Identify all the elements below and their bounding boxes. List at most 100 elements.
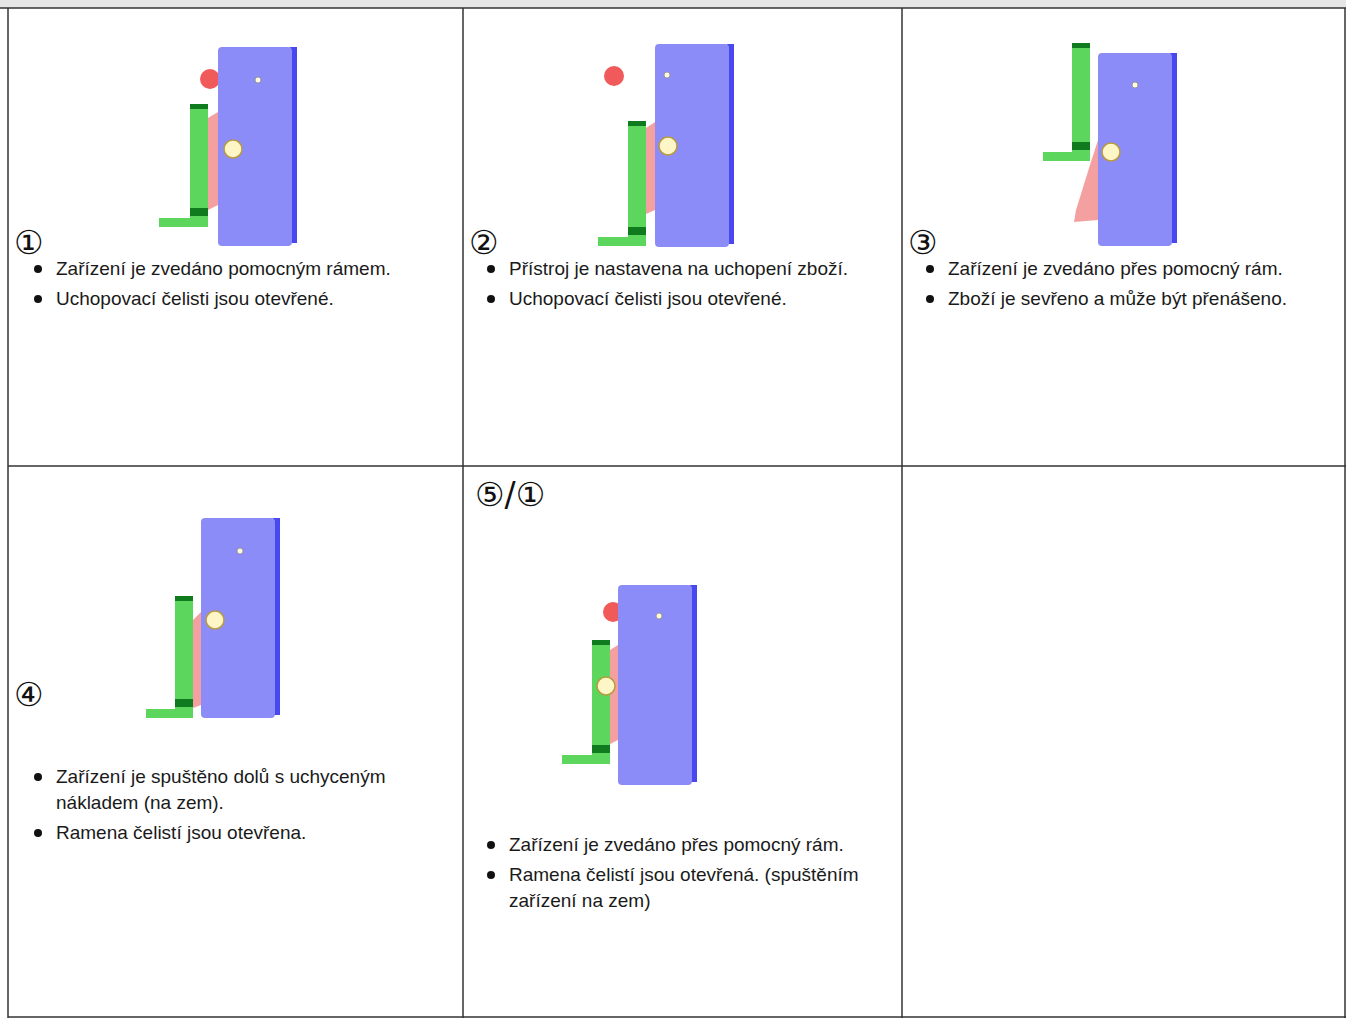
bullet-dot [487,841,495,849]
top-bar [0,0,1346,8]
pivot-pin [1102,143,1120,161]
bullet-dot [487,295,495,303]
grid-line [0,7,1346,9]
frame-band [628,121,646,126]
gripper-device [562,585,697,785]
frame-band [1072,142,1090,150]
bullet-dot [926,295,934,303]
frame-band [190,208,208,216]
frame-foot [562,755,610,764]
frame-band [592,640,610,645]
step-cell: ②Přístroj je nastavena na uchopení zboží… [463,8,902,466]
gripper-device [598,44,734,247]
step-list: Přístroj je nastavena na uchopení zboží.… [479,256,889,316]
bullet-dot [34,265,42,273]
step-list: Zařízení je zvedáno přes pomocný rám. Ram… [479,832,889,919]
bullet-dot [926,265,934,273]
red-knob [200,69,220,89]
step-number: ③ [908,226,938,259]
step-list: Zařízení je zvedáno přes pomocný rám. Zbo… [918,256,1336,316]
frame-band [175,596,193,601]
grid-line [8,1016,1346,1018]
pivot-pin [206,611,224,629]
step-cell: ④ Zařízení je spuštěno dolů s uchyceným n… [8,466,463,1018]
step-text: Ramena čelistí jsou otevřená. (spuštěním… [509,864,859,911]
step-bullet-item: Zboží je sevřeno a může být přenášeno. [918,286,1336,312]
bullet-dot [487,871,495,879]
frame-band [1072,43,1090,48]
auxiliary-frame [628,121,646,246]
gripper-jaw [610,645,618,744]
pivot-pin [224,140,242,158]
grid-line [8,465,1346,467]
small-pin [664,72,670,78]
grid-line [462,8,464,1018]
frame-band [190,104,208,109]
grid-line [1344,8,1346,1018]
bullet-dot [487,265,495,273]
gripper-device [1043,43,1177,246]
step-bullet-item: Zařízení je zvedáno přes pomocný rám. [918,256,1336,282]
step-text: Zařízení je zvedáno přes pomocný rám. [948,258,1283,279]
bullet-dot [34,773,42,781]
small-pin [237,548,243,554]
small-pin [1132,82,1138,88]
frame-band [628,227,646,235]
step-text: Uchopovací čelisti jsou otevřené. [509,288,787,309]
step-number: ⑤/① [475,478,545,511]
device-body [218,47,292,246]
step-text: Zařízení je spuštěno dolů s uchyceným ná… [56,766,386,813]
step-bullet-item: Uchopovací čelisti jsou otevřené. [26,286,446,312]
frame-foot [159,218,208,227]
pivot-pin [659,137,677,155]
pivot-pin [597,677,615,695]
step-text: Ramena čelistí jsou otevřena. [56,822,306,843]
step-text: Přístroj je nastavena na uchopení zboží. [509,258,848,279]
frame-band [175,699,193,707]
auxiliary-frame [175,596,193,718]
device-body [618,585,692,785]
gripper-device [146,518,280,718]
step-list: Zařízení je zvedáno pomocným rámem. Uchop… [26,256,446,316]
frame-band [592,745,610,753]
auxiliary-frame [592,640,610,764]
step-cell: ① Zařízení je zvedáno pomocným rámem. Ucho… [8,8,463,466]
small-pin [656,613,662,619]
step-bullet-item: Ramena čelistí jsou otevřená. (spuštěním… [479,862,889,914]
step-cell: ⑤/① Zařízení je zvedáno přes pomocný rám.… [463,466,902,1018]
small-pin [255,77,261,83]
frame-foot [598,237,646,246]
device-body [655,44,729,247]
frame-foot [1043,152,1090,161]
step-list: Zařízení je spuštěno dolů s uchyceným ná… [26,764,446,851]
step-text: Uchopovací čelisti jsou otevřené. [56,288,334,309]
grid-line [7,8,9,1018]
device-body [201,518,275,718]
red-knob [604,66,624,86]
gripper-jaw [193,612,201,708]
gripper-jaw [208,112,218,210]
gripper-jaw [646,122,655,214]
grid-line [901,8,903,1018]
gripper-device [159,47,297,246]
step-bullet-item: Přístroj je nastavena na uchopení zboží. [479,256,889,282]
step-bullet-item: Zařízení je zvedáno přes pomocný rám. [479,832,889,858]
step-text: Zařízení je zvedáno přes pomocný rám. [509,834,844,855]
step-bullet-item: Zařízení je zvedáno pomocným rámem. [26,256,446,282]
bullet-dot [34,829,42,837]
device-body [1098,53,1172,246]
step-number: ② [469,226,499,259]
frame-foot [146,709,193,718]
step-number: ④ [14,678,44,711]
step-bullet-item: Zařízení je spuštěno dolů s uchyceným ná… [26,764,446,816]
step-number: ① [14,226,44,259]
step-text: Zboží je sevřeno a může být přenášeno. [948,288,1287,309]
step-cell: ③ Zařízení je zvedáno přes pomocný rám. Zb… [902,8,1346,466]
bullet-dot [34,295,42,303]
auxiliary-frame [190,104,208,227]
step-bullet-item: Uchopovací čelisti jsou otevřené. [479,286,889,312]
auxiliary-frame [1072,43,1090,161]
step-bullet-item: Ramena čelistí jsou otevřena. [26,820,446,846]
step-text: Zařízení je zvedáno pomocným rámem. [56,258,391,279]
